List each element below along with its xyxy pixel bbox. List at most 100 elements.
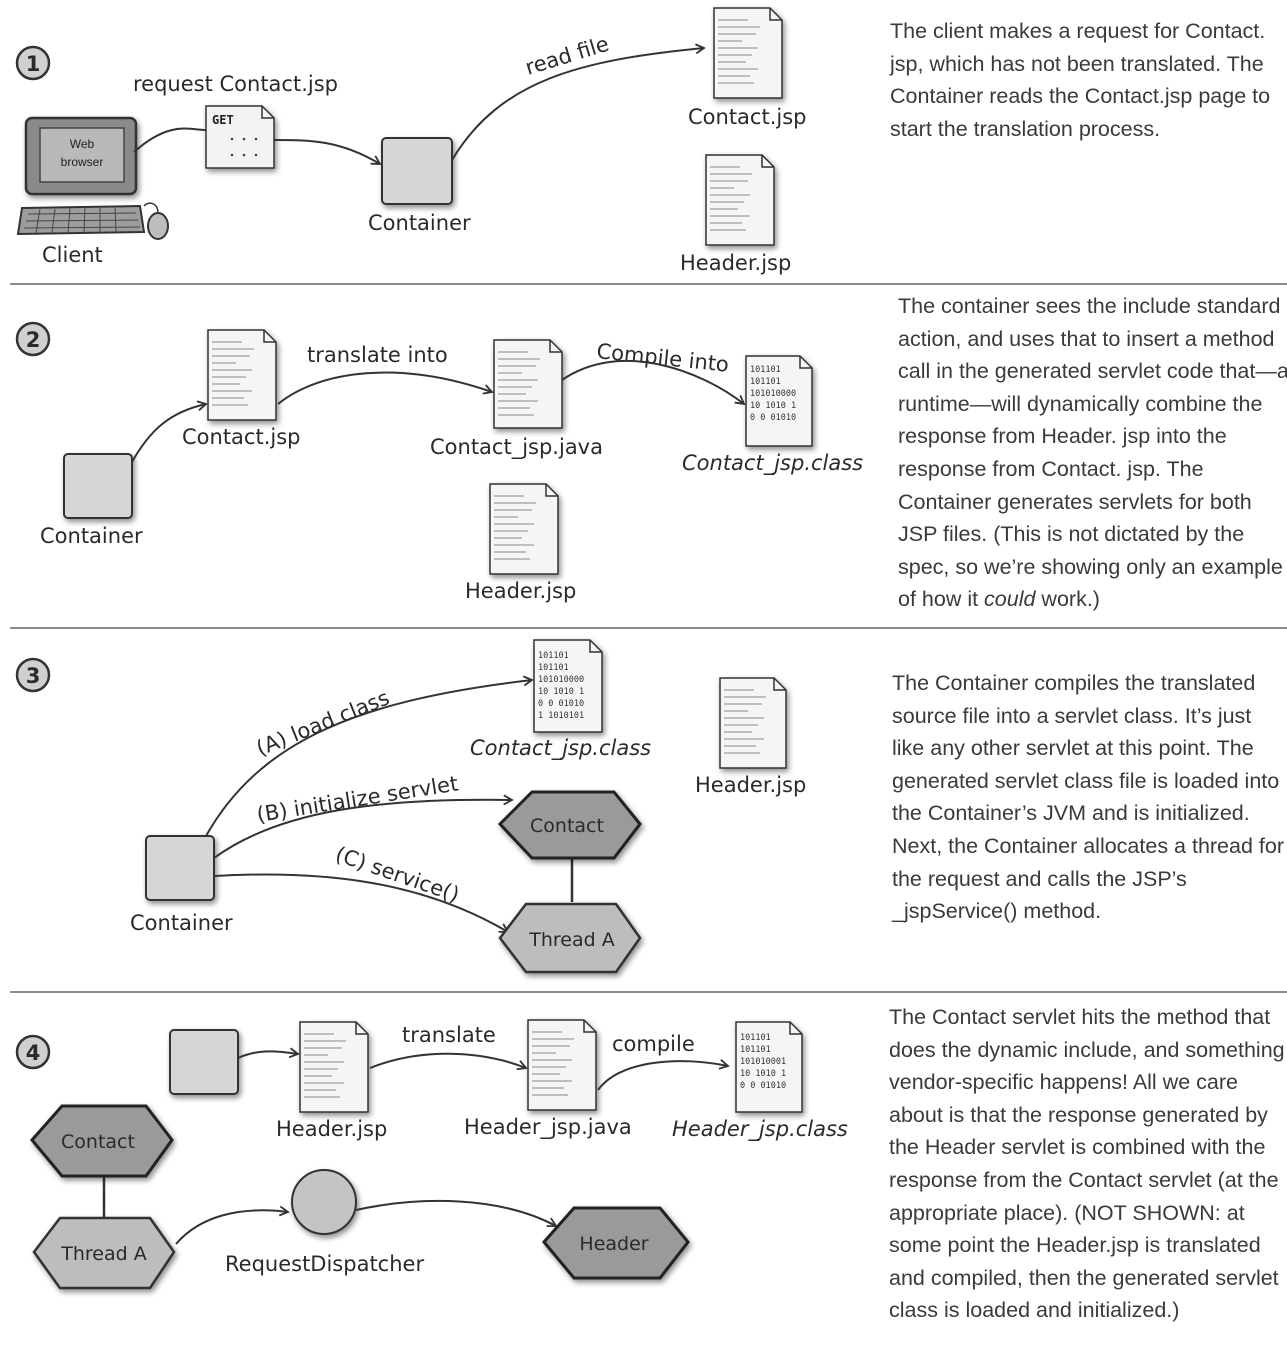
step-2-description-end: work.)	[1035, 587, 1100, 612]
header-java-document	[527, 1019, 597, 1111]
step-1-description: The client makes a request for Contact. …	[890, 19, 1271, 141]
binary-line: 0 0 01010	[538, 699, 584, 709]
container-label: Container	[368, 211, 471, 235]
step-4: 4 Header.jsp translate Header_jsp.java c…	[15, 1019, 848, 1290]
arrow-load-class	[205, 680, 532, 837]
contact-java-document	[493, 339, 563, 429]
svg-text:4: 4	[26, 1041, 41, 1065]
binary-line: 1 1010101	[538, 711, 584, 721]
arrow-translate	[369, 1052, 526, 1068]
contact-class-label: Contact_jsp.class	[682, 451, 863, 476]
header-jsp-document	[719, 677, 787, 769]
container-box	[381, 137, 453, 205]
container-box	[169, 1029, 239, 1095]
thread-a-label: Thread A	[60, 1243, 146, 1265]
get-dots	[230, 137, 258, 157]
svg-text:2: 2	[26, 328, 41, 352]
step-4-description: The Contact servlet hits the method that…	[889, 1005, 1285, 1323]
binary-line: 10 1010 1	[538, 687, 584, 697]
binary-line: 101101	[750, 377, 781, 387]
header-jsp-label: Header.jsp	[695, 773, 806, 797]
arrow-init-servlet	[213, 800, 512, 859]
contact-class-binary: 101101 101101 101010000 10 1010 1 0 0 01010 1…	[538, 651, 584, 721]
step-number-3: 3	[15, 657, 51, 693]
header-jsp-label: Header.jsp	[465, 579, 576, 603]
step-number-4: 4	[15, 1034, 51, 1070]
arrow-container-to-header-jsp	[237, 1051, 298, 1059]
contact-jsp-document	[207, 329, 277, 421]
binary-line: 101101	[538, 651, 569, 661]
svg-text:3: 3	[26, 664, 41, 688]
arrow-read-file	[451, 48, 704, 161]
compile-label: compile	[612, 1032, 695, 1056]
header-class-document	[735, 1021, 803, 1113]
translate-label: translate	[402, 1023, 496, 1047]
binary-line: 10 1010 1	[750, 401, 796, 411]
contact-servlet-label: Contact	[61, 1131, 135, 1153]
step-2-description-emphasis: could	[984, 587, 1036, 612]
thread-a-label: Thread A	[528, 929, 614, 951]
contact-servlet-hexagon	[30, 1104, 174, 1178]
arrow-service	[213, 873, 508, 932]
arrow-to-header	[355, 1199, 556, 1226]
binary-line: 101010001	[740, 1057, 786, 1067]
step-3: 3 101101 101101 101010000 10 1010 1 0 0 0101…	[15, 639, 806, 974]
get-request-document	[205, 105, 275, 169]
request-dispatcher-label: RequestDispatcher	[225, 1252, 424, 1276]
step-number-1: 1	[15, 45, 51, 81]
contact-class-binary: 101101 101101 101010000 10 1010 1 0 0 01010	[750, 365, 796, 423]
svg-text:Web: Web	[70, 137, 95, 151]
arrow-container-to-jsp	[131, 404, 206, 463]
contact-servlet-label: Contact	[530, 815, 604, 837]
service-label: (C) service()	[332, 842, 462, 907]
binary-line: 101010000	[538, 675, 584, 685]
arrow-compile	[597, 1061, 728, 1091]
thread-a-hexagon	[498, 902, 642, 974]
container-label: Container	[130, 911, 233, 935]
arrow-to-dispatcher	[175, 1210, 288, 1245]
binary-line: 101101	[538, 663, 569, 673]
step-2-description: The container sees the include standard …	[898, 290, 1287, 616]
header-servlet-label: Header	[579, 1233, 648, 1255]
client-computer-icon: Web browser	[16, 116, 169, 240]
contact-jsp-label: Contact.jsp	[182, 425, 300, 449]
arrow-translate	[277, 371, 492, 405]
binary-line: 0 0 01010	[750, 413, 796, 423]
step-1: 1 Web browser Client request Contact.jsp…	[15, 7, 806, 275]
contact-class-document	[533, 639, 603, 733]
load-class-label: (A) load class	[253, 686, 393, 761]
header-jsp-label: Header.jsp	[680, 251, 791, 275]
contact-servlet-hexagon	[497, 790, 642, 860]
binary-line: 101101	[740, 1045, 771, 1055]
contact-jsp-document	[713, 7, 783, 99]
header-class-label: Header_jsp.class	[672, 1117, 848, 1142]
header-java-label: Header_jsp.java	[464, 1115, 632, 1140]
container-box	[145, 835, 215, 901]
arrow-request	[133, 127, 207, 153]
header-servlet-hexagon	[542, 1206, 690, 1280]
get-label: GET	[212, 113, 234, 127]
container-label: Container	[40, 524, 143, 548]
arrow-compile	[561, 359, 744, 404]
init-servlet-label: (B) initialize servlet	[255, 771, 460, 827]
binary-line: 101101	[740, 1033, 771, 1043]
contact-jsp-label: Contact.jsp	[688, 105, 806, 129]
header-jsp-label: Header.jsp	[276, 1117, 387, 1141]
binary-line: 0 0 01010	[740, 1081, 786, 1091]
request-dispatcher-node	[291, 1169, 357, 1235]
translate-into-label: translate into	[307, 343, 448, 367]
contact-class-document	[745, 355, 813, 447]
container-box	[63, 453, 133, 519]
step-2-description-main: The container sees the include standard …	[898, 294, 1287, 612]
header-jsp-document	[705, 154, 775, 246]
thread-a-hexagon	[32, 1216, 176, 1290]
request-label: request Contact.jsp	[133, 72, 338, 96]
svg-text:1: 1	[26, 52, 41, 76]
step-number-2: 2	[15, 321, 51, 357]
binary-line: 101010000	[750, 389, 796, 399]
contact-class-label: Contact_jsp.class	[470, 736, 651, 761]
binary-line: 101101	[750, 365, 781, 375]
compile-into-label: Compile into	[595, 339, 730, 377]
